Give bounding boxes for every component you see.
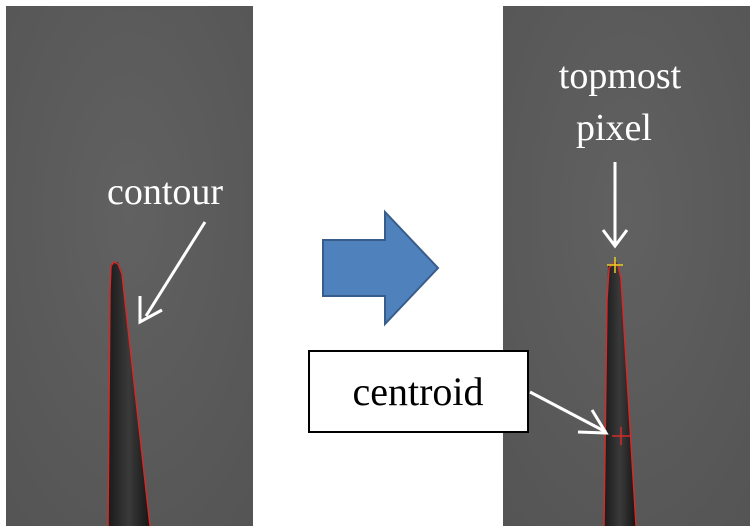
topmost-label-line2: pixel	[576, 107, 652, 149]
contour-pointer-arrow	[138, 221, 207, 325]
plus-marker-icon	[607, 257, 623, 273]
left-image-panel: contour	[6, 6, 253, 527]
topmost-label-line1: topmost	[559, 55, 682, 97]
centroid-callout: centroid	[308, 350, 609, 435]
right-arrow-icon	[322, 209, 440, 327]
left-needle	[108, 262, 150, 526]
right-contour	[603, 262, 637, 527]
centroid-label: centroid	[352, 369, 483, 414]
right-needle	[604, 262, 636, 526]
centroid-plus-marker-icon	[612, 427, 630, 445]
left-contour	[107, 261, 151, 527]
centroid-label-box	[308, 350, 529, 433]
topmost-pointer-arrow	[601, 162, 629, 249]
right-image-panel: topmost pixel	[503, 6, 750, 527]
contour-label: contour	[107, 171, 223, 213]
centroid-pointer-arrow	[529, 390, 609, 435]
